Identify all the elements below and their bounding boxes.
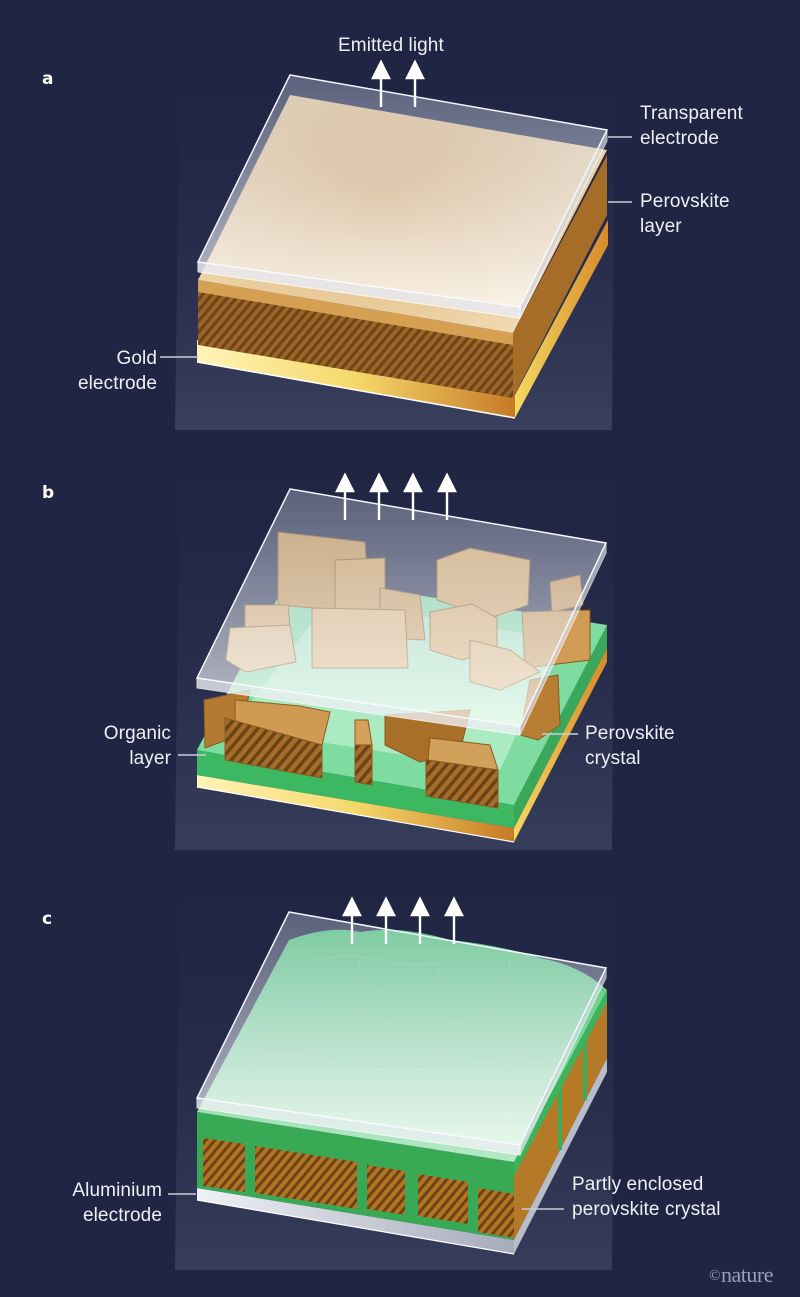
emitted-light-label: Emitted light [338,35,444,56]
emitted-light-arrows [371,59,425,107]
panel-c [168,860,615,1270]
emitted-light-arrows [342,896,464,944]
aluminium-electrode [196,1058,607,1255]
emitted-light-arrows [335,472,457,520]
panel-letter-c: c [42,909,53,929]
transparent-electrode [196,74,609,319]
gold-electrode [196,220,608,419]
label-gold-electrode: Gold electrode [77,348,157,394]
label-partly-enclosed-perovskite-crystal: Partly enclosed perovskite crystal [572,1174,721,1220]
panel-b [175,440,615,850]
label-perovskite-crystal: Perovskite crystal [585,723,675,769]
transparent-electrode [195,911,608,1156]
leader-lines [160,136,632,358]
credit-text: nature [721,1262,773,1287]
leader-lines [178,733,578,756]
label-transparent-electrode: Transparent electrode [640,103,743,149]
label-perovskite-layer: Perovskite layer [640,191,730,237]
panel-letter-b: b [42,483,55,503]
leader-lines [168,1193,564,1210]
copyright-icon: © [709,1268,721,1284]
nature-credit: ©nature [709,1262,773,1288]
panel-a [160,59,632,430]
panel-letter-a: a [42,69,54,89]
label-organic-layer: Organic layer [103,723,171,769]
gold-electrode [196,648,607,843]
transparent-electrode [195,488,608,736]
label-aluminium-electrode: Aluminium electrode [72,1180,162,1226]
